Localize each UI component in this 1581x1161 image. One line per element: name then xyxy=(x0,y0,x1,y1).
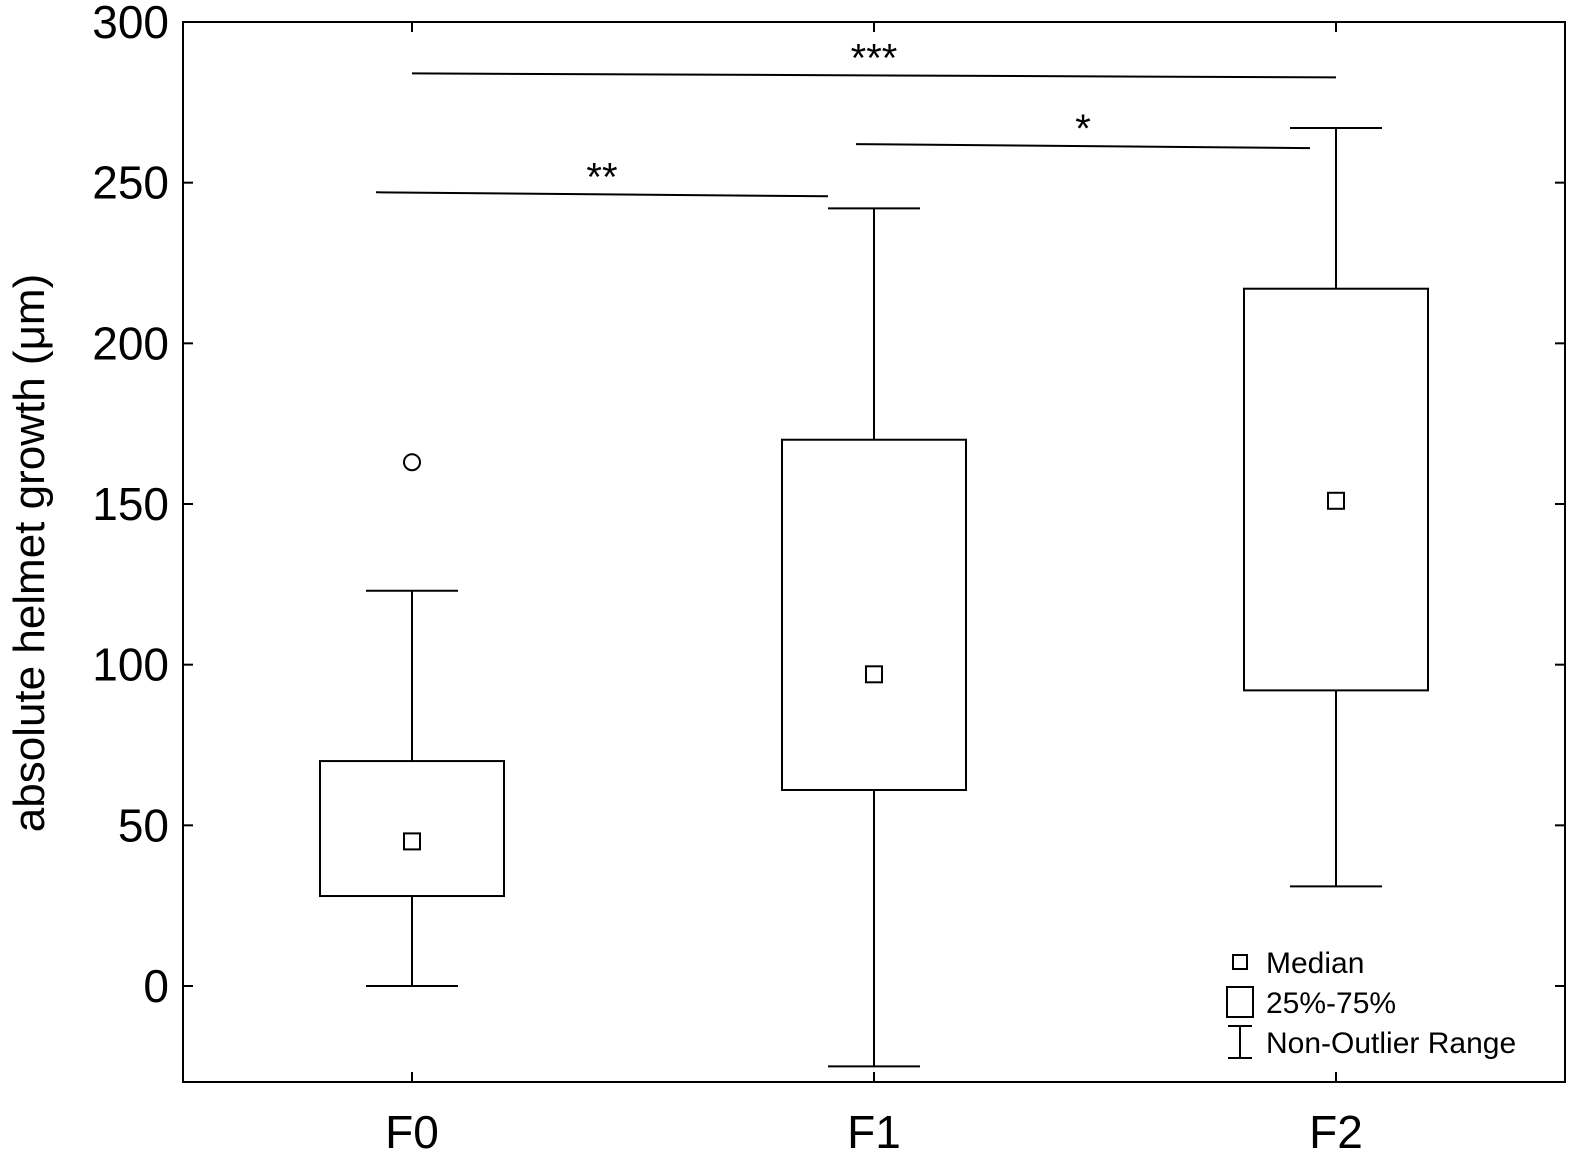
legend-median-symbol xyxy=(1232,954,1248,970)
median-marker xyxy=(403,832,421,851)
y-tick-label: 250 xyxy=(92,157,169,209)
box-group-F2 xyxy=(1243,127,1429,888)
legend-label: Non-Outlier Range xyxy=(1266,1027,1516,1060)
iqr-box xyxy=(319,760,505,898)
legend-label: 25%-75% xyxy=(1266,987,1396,1020)
median-marker xyxy=(1327,491,1345,510)
median-marker xyxy=(865,665,883,684)
significance-bar xyxy=(375,191,829,198)
y-tick-label: 150 xyxy=(92,478,169,530)
box-group-F0 xyxy=(319,453,505,987)
outlier-point xyxy=(403,453,421,472)
iqr-box xyxy=(1243,287,1429,692)
legend-label: Median xyxy=(1266,947,1364,980)
legend: Median 25%-75% Non-Outlier Range xyxy=(1226,947,1516,1060)
y-tick-label: 300 xyxy=(92,0,169,48)
x-tick-label: F1 xyxy=(847,1106,901,1158)
significance-bar xyxy=(411,72,1337,79)
y-tick-label: 200 xyxy=(92,317,169,369)
y-tick-label: 50 xyxy=(118,799,169,851)
y-axis-label: absolute helmet growth (μm) xyxy=(5,274,54,832)
significance-label: ** xyxy=(586,155,617,199)
legend-box-symbol xyxy=(1226,986,1254,1018)
y-tick-label: 100 xyxy=(92,639,169,691)
significance-bar xyxy=(855,143,1311,150)
x-tick-label: F0 xyxy=(385,1106,439,1158)
box-group-F1 xyxy=(781,207,967,1068)
y-tick-label: 0 xyxy=(143,960,169,1012)
significance-label: * xyxy=(1075,107,1091,151)
x-tick-label: F2 xyxy=(1309,1106,1363,1158)
significance-label: *** xyxy=(851,36,898,80)
iqr-box xyxy=(781,438,967,791)
